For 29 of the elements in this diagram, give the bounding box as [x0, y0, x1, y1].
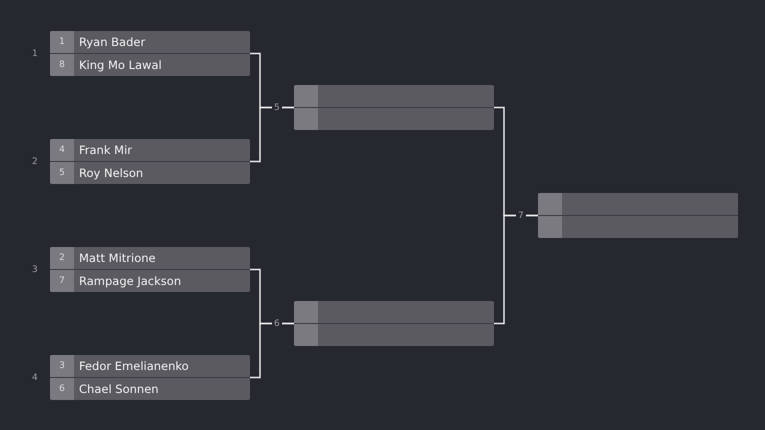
fighter-name: Frank Mir: [79, 142, 132, 159]
seed-number: 6: [50, 378, 74, 400]
seed-number: 2: [50, 247, 74, 269]
match-box: [538, 193, 738, 238]
bracket-line: [494, 214, 538, 324]
bracket-line: [250, 106, 294, 162]
fighter-name: Fedor Emelianenko: [79, 358, 189, 375]
fighter-name: King Mo Lawal: [79, 57, 162, 74]
match-box: [50, 31, 250, 76]
match-number: 3: [30, 264, 40, 276]
match-number: 6: [272, 318, 282, 330]
bracket-line: [250, 322, 294, 378]
match-box: [294, 301, 494, 346]
fighter-name: Chael Sonnen: [79, 381, 159, 398]
fighter-name: Ryan Bader: [79, 34, 146, 51]
fighter-name: Rampage Jackson: [79, 273, 182, 290]
match-box: [50, 247, 250, 292]
match-box: [50, 139, 250, 184]
seed-number: 7: [50, 270, 74, 292]
seed-number: 3: [50, 355, 74, 377]
seed-number: 5: [50, 162, 74, 184]
match-number: 5: [272, 102, 282, 114]
seed-number: 4: [50, 139, 74, 161]
fighter-name: Matt Mitrione: [79, 250, 156, 267]
match-box: [50, 355, 250, 400]
seed-number: 8: [50, 54, 74, 76]
seed-number: 1: [50, 31, 74, 53]
match-box: [294, 85, 494, 130]
fighter-name: Roy Nelson: [79, 165, 144, 182]
